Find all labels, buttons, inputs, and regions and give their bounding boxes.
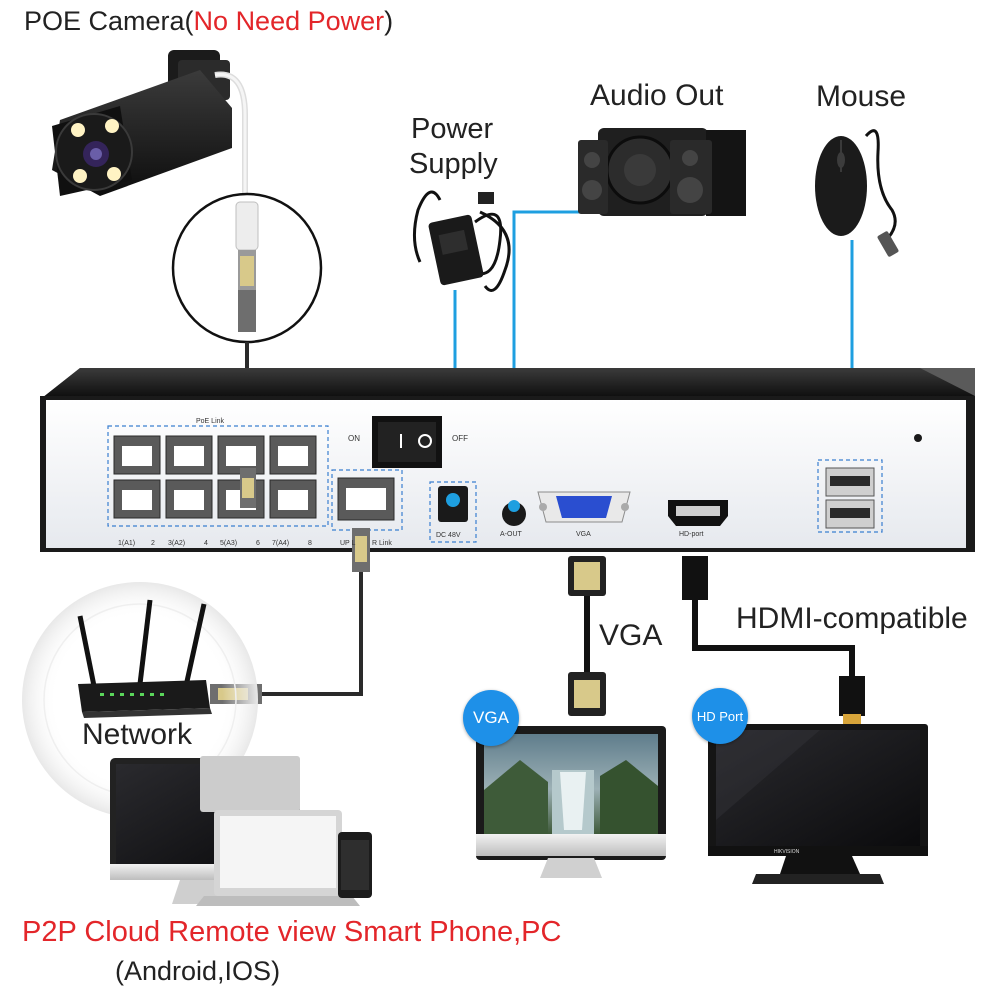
power-supply-label-line2: Supply bbox=[409, 148, 498, 180]
dc-48v-label: DC 48V bbox=[436, 532, 461, 539]
port-label-3: 3(A2) bbox=[168, 540, 186, 547]
hdmi-monitor bbox=[708, 724, 928, 884]
link-label: R Link bbox=[372, 540, 392, 547]
vga-cable-label: VGA bbox=[599, 619, 663, 652]
mouse-illustration bbox=[815, 129, 899, 257]
vga-port-label: VGA bbox=[576, 531, 591, 538]
mouse-label: Mouse bbox=[816, 80, 907, 113]
footer-line2: (Android,IOS) bbox=[115, 956, 281, 986]
port-label-2: 2 bbox=[151, 540, 155, 547]
port-label-6: 6 bbox=[256, 540, 260, 547]
port-label-8: 8 bbox=[308, 540, 312, 547]
hdmi-cable bbox=[682, 556, 865, 726]
port-label-7: 7(A4) bbox=[272, 540, 290, 547]
camera-plug bbox=[240, 468, 256, 508]
audio-out-label: Audio Out bbox=[590, 79, 724, 112]
title-highlight: No Need Power bbox=[193, 6, 385, 36]
network-label: Network bbox=[82, 718, 193, 751]
uplink-label: UP L bbox=[340, 540, 356, 547]
client-devices-illustration bbox=[110, 756, 372, 906]
speakers-illustration bbox=[578, 128, 746, 216]
nvr-body bbox=[40, 368, 975, 552]
hd-port-badge: HD Port bbox=[692, 688, 748, 744]
power-supply-label-line1: Power bbox=[411, 113, 494, 145]
cable-zoom-circle bbox=[171, 192, 323, 344]
hdmi-cable-label: HDMI-compatible bbox=[736, 602, 968, 635]
switch-off-label: OFF bbox=[452, 434, 468, 443]
title-suffix: ) bbox=[384, 6, 394, 36]
vga-badge: VGA bbox=[463, 690, 519, 746]
poe-camera-illustration bbox=[52, 50, 248, 200]
page-title: POE Camera(No Need Power) bbox=[24, 8, 393, 35]
port-label-4: 4 bbox=[204, 540, 208, 547]
port-label-1: 1(A1) bbox=[118, 540, 136, 547]
port-label-5: 5(A3) bbox=[220, 540, 238, 547]
vga-monitor bbox=[476, 726, 666, 878]
vga-cable bbox=[568, 556, 606, 716]
poe-link-label: PoE Link bbox=[196, 418, 225, 425]
switch-on-label: ON bbox=[348, 434, 360, 443]
a-out-label: A-OUT bbox=[500, 531, 522, 538]
title-prefix: POE Camera( bbox=[24, 6, 194, 36]
hd-port-label: HD-port bbox=[679, 531, 704, 538]
footer-line1: P2P Cloud Remote view Smart Phone,PC bbox=[22, 916, 562, 948]
power-adapter-illustration bbox=[413, 190, 511, 292]
monitor-brand: HIKVISION bbox=[774, 849, 800, 855]
